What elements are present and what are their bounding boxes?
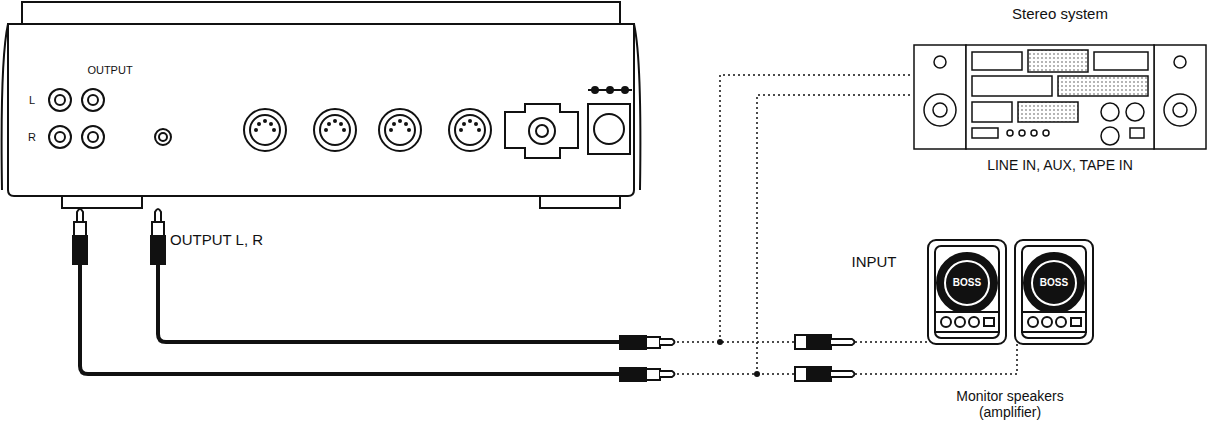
device-rear-panel <box>2 2 641 208</box>
phone-jack <box>155 129 171 145</box>
device-name: Stereo system <box>1012 5 1108 22</box>
panel-label: OUTPUT <box>87 64 132 77</box>
brand-logo: BOSS <box>953 277 981 289</box>
plug-label: OUTPUT L, R <box>170 231 263 248</box>
phone-plug <box>795 335 855 381</box>
brand-logo: BOSS <box>1040 277 1068 289</box>
channel-label: R <box>28 131 36 144</box>
input-label: LINE IN, AUX, TAPE IN <box>987 157 1133 173</box>
rca-jack <box>49 89 104 148</box>
monitor-speaker <box>928 240 1093 344</box>
channel-label: L <box>29 94 35 107</box>
din-socket <box>244 109 491 151</box>
stereo-system <box>914 45 1206 149</box>
power-switch <box>588 104 630 154</box>
power-connector <box>505 104 578 158</box>
rca-plug <box>620 336 675 381</box>
audio-cable <box>80 264 620 374</box>
rca-plug <box>73 209 165 264</box>
device-name: Monitor speakers (amplifier) <box>948 388 1073 420</box>
input-label: INPUT <box>852 253 897 270</box>
